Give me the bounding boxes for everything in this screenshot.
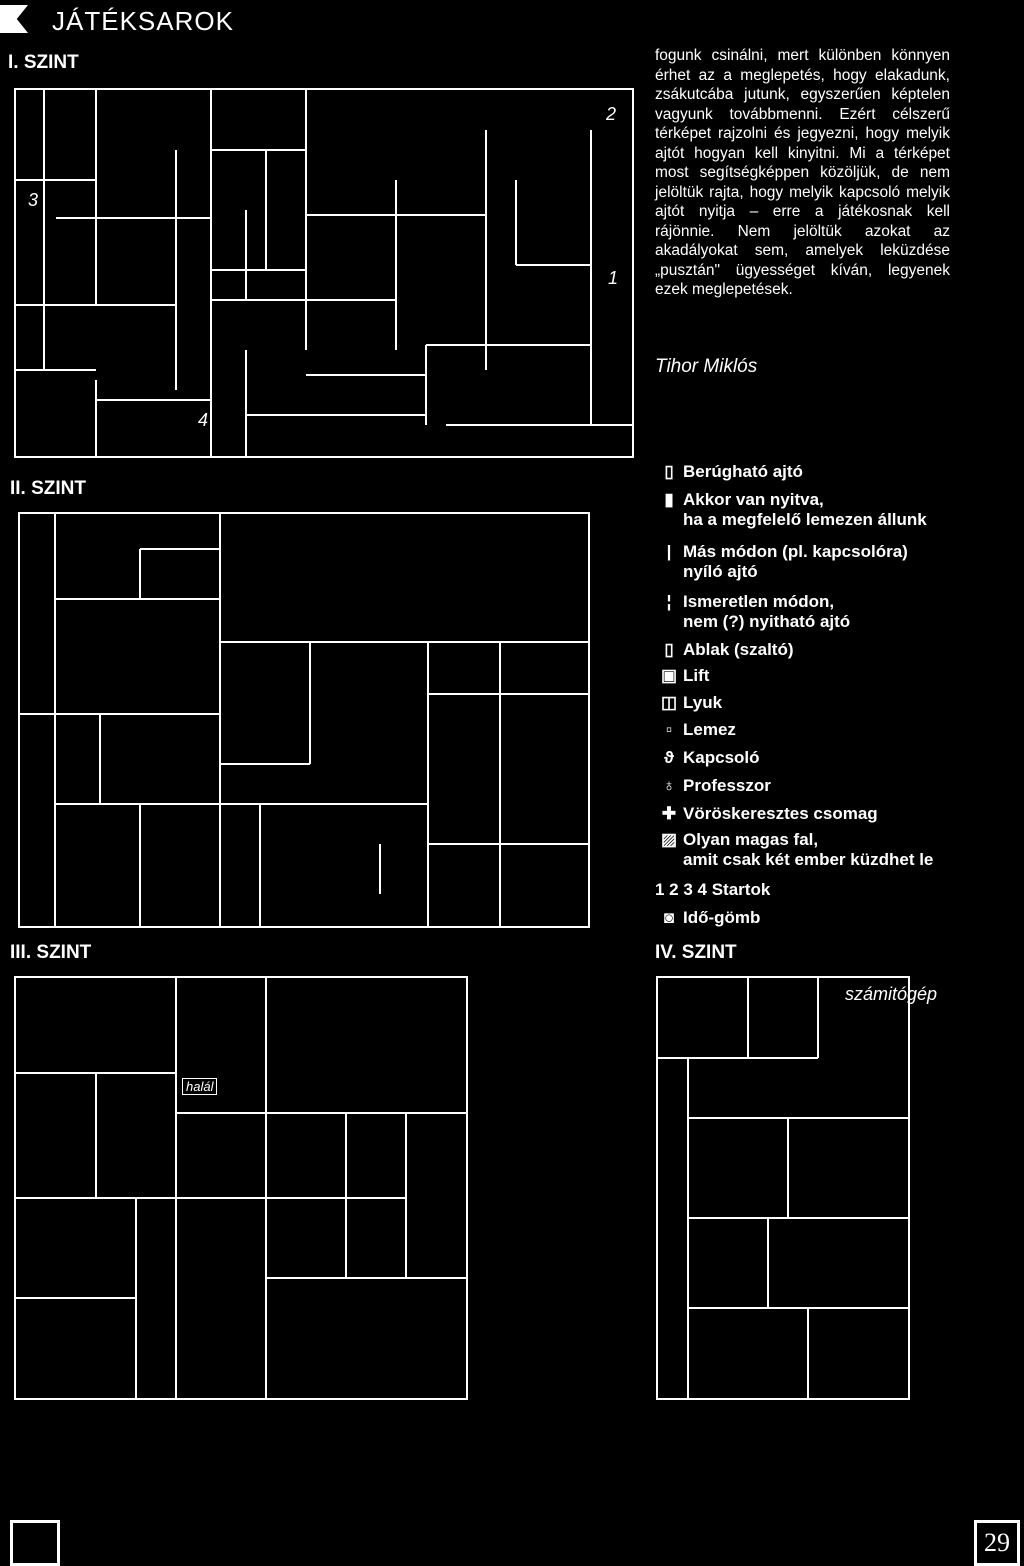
map-level-1-walls — [16, 90, 632, 456]
legend-item: ▣ Lift — [655, 666, 709, 686]
legend-item: ◙ Idő-gömb — [655, 908, 761, 928]
legend-item: ϑ Kapcsoló — [655, 748, 760, 768]
hole-icon: ◫ — [660, 693, 678, 712]
legend-text: 1 2 3 4 Startok — [655, 880, 771, 899]
level-2-label: II. SZINT — [10, 478, 86, 499]
legend-item: ▯ Berúgható ajtó — [655, 462, 803, 482]
plate-door-icon: ▮ — [664, 490, 674, 509]
map-level-4 — [656, 976, 910, 1400]
legend-text: Más módon (pl. kapcsolóra) nyíló ajtó — [683, 542, 908, 581]
legend-text: Ismeretlen módon, nem (?) nyitható ajtó — [683, 592, 851, 631]
article-paragraph: fogunk csinálni, mert különben könnyen é… — [655, 47, 950, 298]
unknown-door-icon: ¦ — [666, 592, 672, 611]
page-number: 29 — [974, 1520, 1020, 1566]
map-level-3-walls — [16, 978, 466, 1398]
death-label: halál — [182, 1078, 218, 1095]
legend-text: Lyuk — [683, 693, 723, 712]
legend-item: ◫ Lyuk — [655, 693, 722, 713]
section-title: JÁTÉKSAROK — [52, 6, 234, 36]
level-1-label: I. SZINT — [8, 52, 79, 73]
professor-icon: ♁ — [662, 776, 676, 795]
plate-icon: ▫ — [665, 720, 673, 739]
legend-item: 1 2 3 4 Startok — [655, 880, 770, 900]
header-mark-icon — [0, 5, 28, 33]
article-author: Tihor Miklós — [655, 356, 758, 377]
map-level-4-walls — [658, 978, 908, 1398]
start-4-label: 4 — [198, 410, 209, 430]
legend-text: Idő-gömb — [683, 908, 761, 927]
legend-item: | Más módon (pl. kapcsolóra) nyíló ajtó — [655, 542, 908, 582]
legend-item: ▨ Olyan magas fal, amit csak két ember kü… — [655, 830, 933, 870]
legend-text: Lemez — [683, 720, 736, 739]
legend-item: ♁ Professzor — [655, 776, 771, 796]
map-level-2-walls — [20, 514, 588, 926]
legend-text: Ablak (szaltó) — [683, 640, 794, 659]
legend-item: ▮ Akkor van nyitva, ha a megfelelő lemeze… — [655, 490, 927, 530]
legend-text: Professzor — [683, 776, 771, 795]
legend-text: Lift — [683, 666, 710, 685]
legend-text: Berúgható ajtó — [683, 462, 803, 481]
legend-item: ¦ Ismeretlen módon, nem (?) nyitható ajtó — [655, 592, 851, 632]
page-header: JÁTÉKSAROK — [0, 0, 1024, 40]
legend-item: ✚ Vöröskeresztes csomag — [655, 804, 878, 824]
kickable-door-icon: ▯ — [664, 462, 674, 481]
legend-text: Akkor van nyitva, ha a megfelelő lemezen… — [683, 490, 927, 529]
switch-icon: ϑ — [664, 748, 674, 767]
legend-item: ▯ Ablak (szaltó) — [655, 640, 794, 660]
level-3-label: III. SZINT — [10, 942, 92, 963]
legend-text: Vöröskeresztes csomag — [683, 804, 878, 823]
computer-label: számitógép — [845, 984, 938, 1004]
start-3-label: 3 — [28, 190, 39, 210]
map-level-2 — [18, 512, 590, 928]
legend-item: ▫ Lemez — [655, 720, 736, 740]
window-icon: ▯ — [664, 640, 674, 659]
lift-icon: ▣ — [660, 666, 678, 685]
map-level-1: 2 1 3 4 — [14, 88, 634, 458]
red-cross-icon: ✚ — [661, 804, 677, 823]
legend-text: Olyan magas fal, amit csak két ember küz… — [683, 830, 934, 869]
start-2-label: 2 — [606, 104, 617, 124]
start-1-label: 1 — [608, 268, 619, 288]
legend-text: Kapcsoló — [683, 748, 760, 767]
magazine-logo-icon — [10, 1520, 60, 1566]
level-4-label: IV. SZINT — [655, 942, 737, 963]
map-level-3: halál — [14, 976, 468, 1400]
time-sphere-icon: ◙ — [663, 908, 675, 927]
high-wall-icon: ▨ — [660, 830, 678, 849]
switch-door-icon: | — [666, 542, 672, 561]
